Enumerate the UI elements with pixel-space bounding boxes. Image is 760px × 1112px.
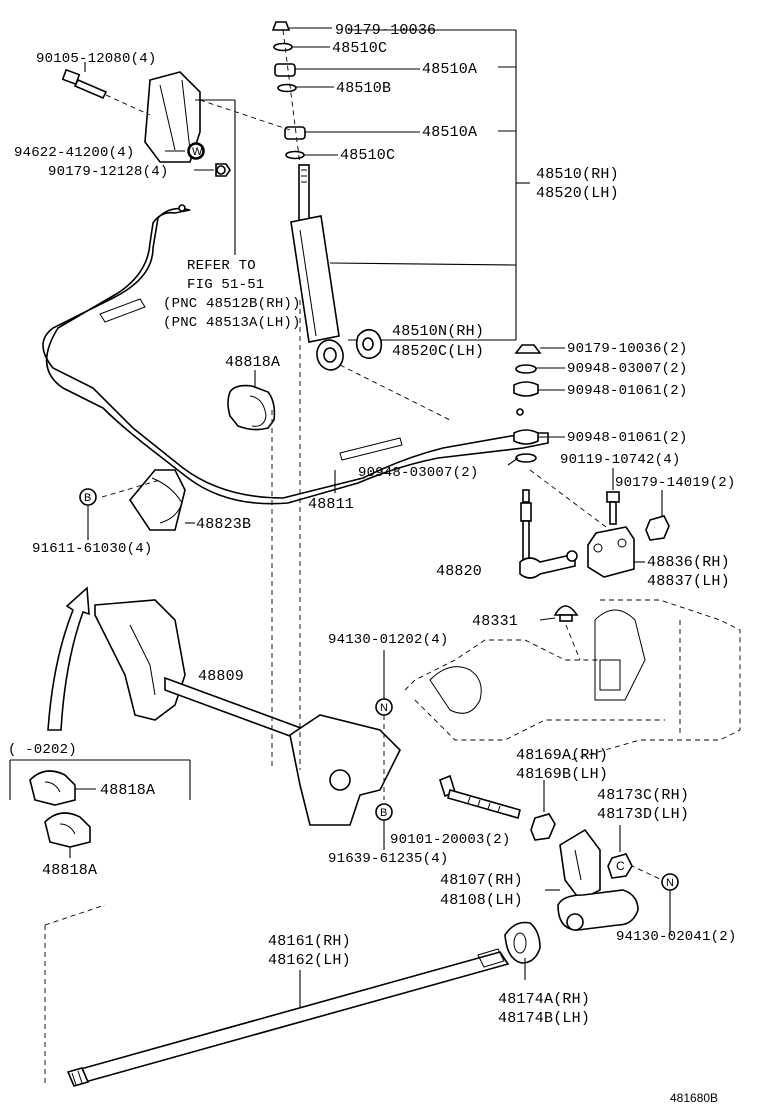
spacer-48169: [530, 780, 556, 841]
torsion-bar-48161: [44, 904, 510, 1087]
bolt-90119: [606, 468, 620, 525]
adjusting-nut-48174: [504, 921, 541, 980]
label-48510B: 48510B: [336, 80, 391, 97]
label-90948-03007-2a: 90948-03007(2): [567, 361, 687, 377]
clamp-48823B: [87, 469, 195, 540]
label-48174B: 48174B(LH): [498, 1010, 590, 1027]
label-48173D: 48173D(LH): [597, 806, 689, 823]
label-48174A: 48174A(RH): [498, 991, 590, 1008]
label-90948-03007-2b: 90948-03007(2): [358, 465, 478, 481]
label-48823B: 48823B: [196, 516, 251, 533]
shock-absorber: [290, 164, 451, 421]
label-fig-51-51: FIG 51-51: [187, 277, 264, 293]
shock-top-hardware: [271, 21, 420, 166]
front-direction-arrow: [47, 586, 90, 731]
label-48811: 48811: [308, 496, 354, 513]
label-90179-14019: 90179-14019(2): [615, 475, 735, 491]
bolt-90101: [439, 774, 521, 819]
label-90179-10036: 90179-10036: [335, 22, 436, 39]
label-94130-02041: 94130-02041(2): [616, 929, 736, 945]
label-90948-01061-2b: 90948-01061(2): [567, 430, 687, 446]
stabilizer-link-48820: [519, 489, 578, 579]
callout-symbols: N B B W N: [79, 143, 679, 935]
label-48331: 48331: [472, 613, 518, 630]
label-48818A-top: 48818A: [225, 354, 280, 371]
cam-plate-48173: C: [607, 825, 633, 879]
label-48510N: 48510N(RH): [392, 323, 484, 340]
label-48818A-a: 48818A: [100, 782, 155, 799]
label-90101-20003: 90101-20003(2): [390, 832, 510, 848]
anchor-bracket-48809: [94, 300, 401, 826]
svg-text:C: C: [616, 859, 625, 873]
label-94130-01202: 94130-01202(4): [328, 632, 448, 648]
label-48173C: 48173C(RH): [597, 787, 689, 804]
label-48837-lh: 48837(LH): [647, 573, 730, 590]
label-48520-lh: 48520(LH): [536, 185, 619, 202]
label-90948-01061-2a: 90948-01061(2): [567, 383, 687, 399]
label-48169A: 48169A(RH): [516, 747, 608, 764]
bolt-symbol-b-lower: B: [380, 807, 387, 819]
label-pnc-48513a: (PNC 48513A(LH)): [163, 315, 301, 331]
label-date-range: ( -0202): [8, 742, 77, 758]
label-48108: 48108(LH): [440, 892, 523, 909]
bushing-48818A-box: [9, 759, 191, 858]
frame-outline: [404, 599, 741, 761]
nut-symbol-n-upper: N: [380, 702, 388, 714]
label-figure-id: 481680B: [670, 1091, 718, 1105]
label-90119-10742: 90119-10742(4): [560, 452, 680, 468]
bolt-90105: [61, 62, 151, 116]
label-48510A-top: 48510A: [422, 61, 477, 78]
label-48510A-mid: 48510A: [422, 124, 477, 141]
nut-90179-14019: [645, 490, 670, 541]
part-labels: 90179-10036 48510C 48510A 48510B 48510A …: [8, 22, 736, 1105]
label-48818A-b: 48818A: [42, 862, 97, 879]
label-90105-12080: 90105-12080(4): [36, 51, 156, 67]
shock-group-bracket-lines: [329, 29, 530, 341]
label-94622-41200: 94622-41200(4): [14, 145, 134, 161]
bracket-48836: [587, 526, 645, 578]
label-48162: 48162(LH): [268, 952, 351, 969]
label-48161: 48161(RH): [268, 933, 351, 950]
label-48520C: 48520C(LH): [392, 343, 484, 360]
label-48107: 48107(RH): [440, 872, 523, 889]
bolt-symbol-b-left: B: [84, 492, 91, 504]
shock-bushing: [355, 328, 383, 360]
right-stack-hardware: [507, 344, 611, 531]
bushing-48818A-top: [227, 370, 276, 431]
label-48809: 48809: [198, 668, 244, 685]
nut-symbol-n-right: N: [666, 877, 674, 889]
bump-stopper-48331: [539, 605, 581, 661]
label-48169B: 48169B(LH): [516, 766, 608, 783]
label-48820: 48820: [436, 563, 482, 580]
label-refer-to: REFER TO: [187, 258, 256, 274]
torsion-arm-48107: [545, 828, 639, 931]
label-48510C-top: 48510C: [332, 40, 387, 57]
label-48510C-mid: 48510C: [340, 147, 395, 164]
label-pnc-48512b: (PNC 48512B(RH)): [163, 296, 301, 312]
label-90179-10036-2: 90179-10036(2): [567, 341, 687, 357]
washer-symbol-w: W: [192, 146, 203, 158]
label-91611-61030: 91611-61030(4): [32, 541, 152, 557]
label-91639-61235: 91639-61235(4): [328, 851, 448, 867]
label-48836-rh: 48836(RH): [647, 554, 730, 571]
label-90179-12128: 90179-12128(4): [48, 164, 168, 180]
stabilizer-bar: [42, 204, 549, 505]
label-48510-rh: 48510(RH): [536, 166, 619, 183]
